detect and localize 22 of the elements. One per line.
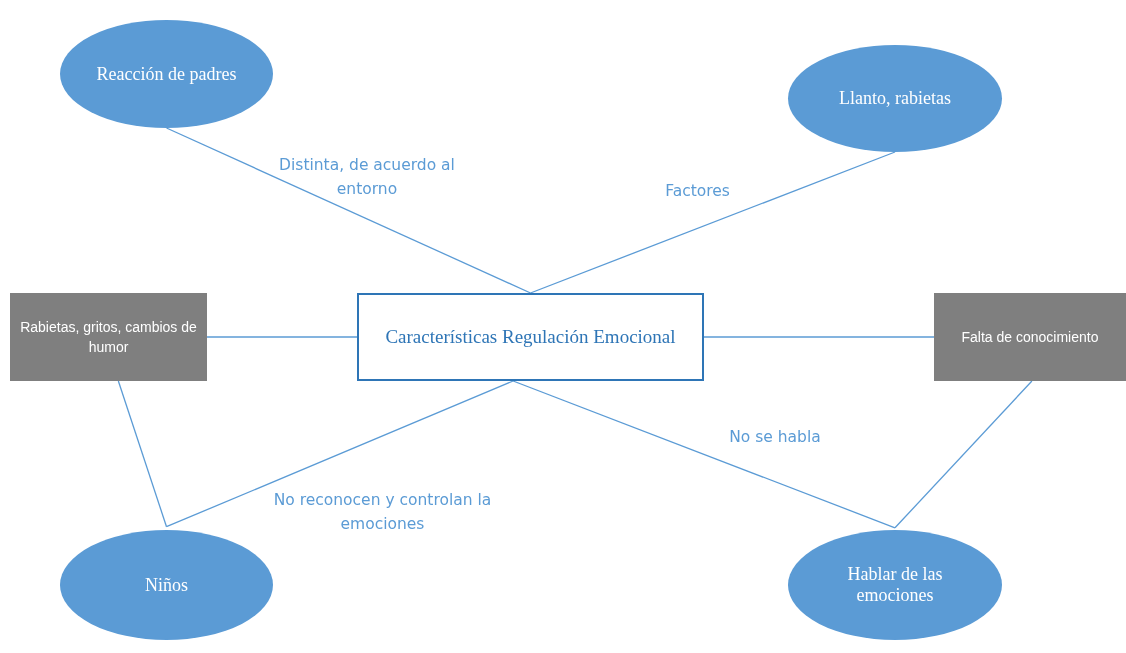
node-text: Reacción de padres [96,63,237,85]
note-box [10,293,207,381]
connector-line [529,151,896,294]
node-text: Características Regulación Emocional [385,326,676,348]
connector-line [512,380,896,529]
node-text: Llanto, rabietas [839,88,951,109]
connector-line [703,336,935,338]
connector-line [206,336,358,338]
edge-label: Distinta, de acuerdo al entorno [278,155,456,200]
node-text: Rabietas, gritos, cambios de humor [19,317,198,357]
connector-line [894,380,1033,529]
concept-box [357,293,704,381]
node-text: Hablar de las emociones [846,564,944,606]
note-box [934,293,1126,381]
edge-label: Factores [664,181,731,202]
edge-label: No se habla [728,427,822,448]
node-text: Falta de conocimiento [961,327,1099,347]
connector-line [165,380,514,528]
node-text: Niños [145,574,188,596]
connector-line [117,380,168,528]
edge-label: No reconocen y controlan la emociones [272,490,493,535]
connector-line [165,127,532,294]
